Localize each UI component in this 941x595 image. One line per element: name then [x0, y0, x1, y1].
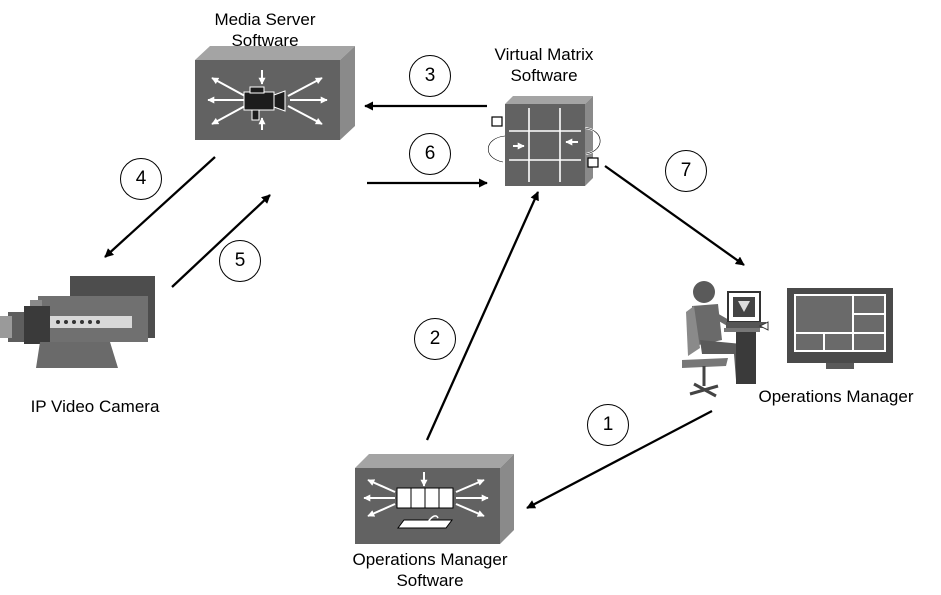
step-7-badge: 7: [665, 150, 707, 192]
operations-manager-label: Operations Manager: [758, 387, 914, 406]
virtual-matrix-icon: [487, 96, 602, 186]
step-4-badge: 4: [120, 158, 162, 200]
operations-manager-software-label: Operations Manager Software: [352, 550, 508, 590]
operations-manager-software-icon: [355, 454, 514, 544]
virtual-matrix-label: Virtual Matrix Software: [494, 45, 594, 85]
step-3-badge: 3: [409, 55, 451, 97]
ip-video-camera-label: IP Video Camera: [30, 397, 160, 416]
camera-glyph-icon: [243, 86, 286, 121]
step-5-badge: 5: [219, 240, 261, 282]
media-server-icon: [195, 46, 355, 140]
video-monitor-icon: [787, 288, 893, 369]
media-server-label: Media Server Software: [214, 10, 316, 50]
ip-video-camera-icon: [0, 276, 155, 368]
arrow-4: [104, 156, 216, 258]
arrow-5: [171, 194, 271, 288]
workstation-pc-icon: [724, 291, 769, 384]
step-1-badge: 1: [587, 404, 629, 446]
operator-figure-icon: [682, 281, 744, 398]
arrow-1: [526, 409, 713, 510]
step-6-badge: 6: [409, 133, 451, 175]
arrow-7: [604, 165, 745, 266]
step-2-badge: 2: [414, 318, 456, 360]
operations-manager-icon: [682, 281, 893, 398]
arrow-2: [425, 191, 540, 441]
